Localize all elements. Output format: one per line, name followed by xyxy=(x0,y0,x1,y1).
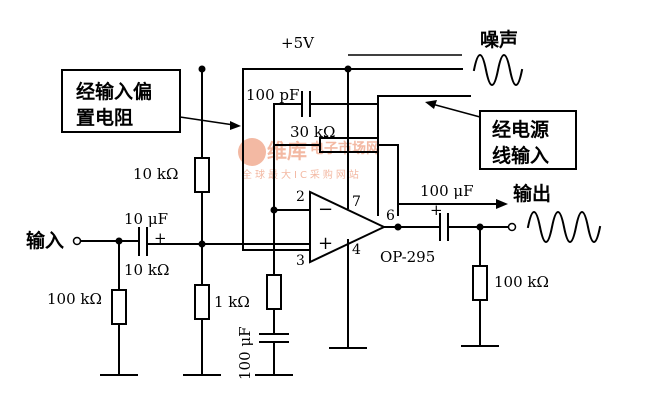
r-feedback-label: 30 kΩ xyxy=(290,123,335,141)
pin-7: 7 xyxy=(352,194,361,210)
pin-4: 4 xyxy=(352,242,361,258)
noise-label: 噪声 xyxy=(480,28,518,51)
c-bypass-label: 100 μF xyxy=(236,326,254,380)
c-input-label: 10 μF xyxy=(124,210,168,228)
supply-callout-line2: 线输入 xyxy=(492,144,549,167)
noise-source: 噪声 xyxy=(348,28,524,86)
r-input-gnd-label: 100 kΩ xyxy=(47,290,102,308)
input-label: 输入 xyxy=(26,229,64,252)
noninverting-sign: + xyxy=(318,233,333,254)
callout-bias: 经输入偏 置电阻 xyxy=(61,69,241,133)
feedback-network: 100 pF 30 kΩ xyxy=(246,86,471,216)
c-output-label: 100 μF xyxy=(420,182,474,200)
pin-3: 3 xyxy=(296,253,305,269)
r-bottom-label: 1 kΩ xyxy=(214,293,250,311)
pin-2: 2 xyxy=(296,189,305,205)
c-input-plus: + xyxy=(154,229,167,247)
output-network: + 100 μF 100 kΩ 输出 xyxy=(383,182,602,347)
supply-callout-line1: 经电源 xyxy=(492,118,549,141)
r-top-label: 10 kΩ xyxy=(133,165,178,183)
op-amp: − + 2 3 7 4 6 OP-295 xyxy=(296,189,435,269)
inverting-sign: − xyxy=(318,199,333,220)
watermark-slogan: 全球最大IC采购网站 xyxy=(242,168,362,181)
bias-callout-line1: 经输入偏 xyxy=(76,80,152,103)
r-series-label: 10 kΩ xyxy=(124,261,169,279)
bias-divider: 10 kΩ 1 kΩ xyxy=(133,68,250,376)
c-output-plus: + xyxy=(430,201,443,219)
output-label: 输出 xyxy=(513,182,551,205)
callout-supply: 经电源 线输入 xyxy=(425,100,577,170)
c-feedback-label: 100 pF xyxy=(246,86,299,104)
input-network: 输入 10 μF + 10 kΩ 100 kΩ xyxy=(26,210,311,376)
supply-label: +5V xyxy=(281,34,315,52)
bias-callout-line2: 置电阻 xyxy=(76,106,133,129)
bypass-network: 100 μF xyxy=(236,209,311,380)
pin-6: 6 xyxy=(386,208,395,224)
opamp-label: OP-295 xyxy=(380,248,435,266)
r-output-label: 100 kΩ xyxy=(494,273,549,291)
